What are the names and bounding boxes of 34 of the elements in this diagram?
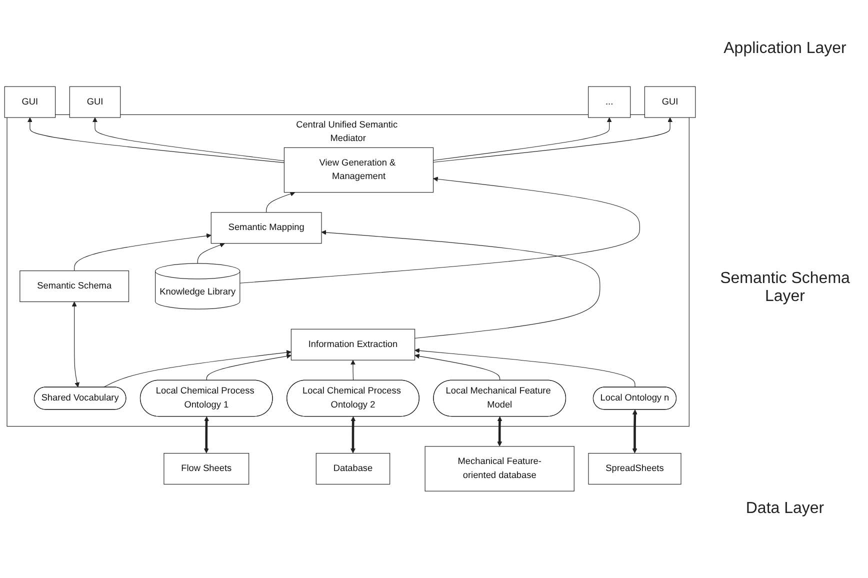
arrow xyxy=(321,230,600,339)
node-box: Flow Sheets xyxy=(164,453,250,485)
arrow xyxy=(632,410,638,454)
node-box: GUI xyxy=(69,86,121,118)
node-box: Mechanical Feature-oriented database xyxy=(424,446,574,492)
node-box: Semantic Schema xyxy=(20,270,130,302)
layer-label: Application Layer xyxy=(722,40,848,58)
node-box: ... xyxy=(588,86,631,118)
arrow xyxy=(350,416,356,454)
node-box: SpreadSheets xyxy=(588,453,682,485)
node-box: Database xyxy=(316,453,390,485)
node-box: GUI xyxy=(4,86,56,118)
arrow xyxy=(414,348,636,388)
arrow xyxy=(414,354,500,381)
node-box: GUI xyxy=(644,86,696,118)
arrow xyxy=(204,416,210,454)
layer-label: Data Layer xyxy=(744,500,826,518)
arrow xyxy=(102,350,292,388)
arrow xyxy=(497,416,502,447)
arrow xyxy=(74,233,212,272)
arrow xyxy=(206,354,292,381)
arrow xyxy=(432,117,673,163)
arrow xyxy=(92,117,284,162)
arrow xyxy=(27,117,284,164)
arrow xyxy=(266,192,296,213)
arrow xyxy=(240,176,640,284)
arrow xyxy=(197,242,225,264)
node-box: Semantic Mapping xyxy=(210,212,322,244)
arrow xyxy=(72,302,80,388)
node-box: Information Extraction xyxy=(290,329,416,361)
arrow xyxy=(432,117,612,161)
layer-label: Semantic Schema Layer xyxy=(719,270,851,306)
node-box: View Generation & Management xyxy=(284,148,434,193)
arrow xyxy=(350,360,356,381)
